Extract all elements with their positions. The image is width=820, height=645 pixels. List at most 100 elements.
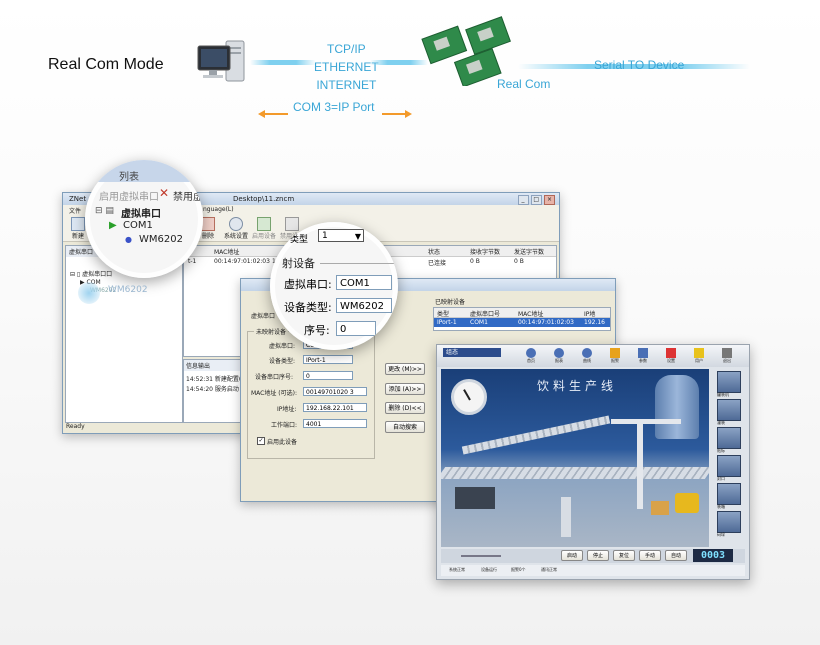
device-boards-icon xyxy=(420,16,520,88)
tree-device[interactable]: WM6202 xyxy=(66,286,182,294)
conveyor-upper xyxy=(461,415,611,455)
mode-label: Real Com Mode xyxy=(48,56,164,73)
mag1-disable-icon[interactable]: ✕ xyxy=(159,186,170,200)
tank-icon xyxy=(655,375,699,439)
enable-checkbox[interactable]: ✓ xyxy=(257,437,265,445)
minimize-icon[interactable]: _ xyxy=(517,195,529,205)
hmi-reset-button[interactable]: 复位 xyxy=(613,550,635,561)
hmi-icon-5[interactable]: 设置 xyxy=(661,348,681,364)
status-bar: Ready xyxy=(66,423,85,430)
remove-button[interactable]: 删除 (D)<< xyxy=(385,402,425,414)
new-icon xyxy=(71,217,85,231)
hmi-stop-button[interactable]: 停止 xyxy=(587,550,609,561)
side-icon-3[interactable] xyxy=(717,455,741,477)
tree-magnifier: 列表 启用虚拟串口 ✕ 禁用虚 ⊟ ▤ 虚拟串口 ▶ COM1 ● WM6202 xyxy=(85,160,203,278)
mag1-root[interactable]: 虚拟串口 xyxy=(121,209,161,220)
machine-left xyxy=(455,487,495,509)
port-label: COM 3=IP Port xyxy=(293,100,375,114)
hmi-icon-7[interactable]: 退出 xyxy=(717,348,737,364)
type-select[interactable]: IPort-1 xyxy=(303,355,353,364)
hmi-status-2: 报警0个 xyxy=(511,567,526,572)
mag1-disable-label[interactable]: 禁用虚 xyxy=(173,192,203,203)
add-button[interactable]: 添加 (A)>> xyxy=(385,383,425,395)
real-com-label: Real Com xyxy=(497,77,551,91)
modify-button[interactable]: 更改 (M)>> xyxy=(385,363,425,375)
hmi-status-1: 设备运行 xyxy=(481,567,497,572)
mag2-combo[interactable]: 1 ▼ xyxy=(318,229,364,242)
network-labels: TCP/IP ETHERNET INTERNET xyxy=(314,40,379,94)
toolbar-new[interactable]: 新建 xyxy=(67,217,89,240)
row-tx: 0 B xyxy=(514,258,524,265)
field-label-serial: 设备串口序号: xyxy=(255,374,294,381)
mag1-device-icon: ● xyxy=(125,235,132,244)
hmi-status-3: 通讯正常 xyxy=(541,567,557,572)
hmi-icon-6[interactable]: 用户 xyxy=(689,348,709,364)
close-icon[interactable]: × xyxy=(544,195,555,205)
side-icon-1[interactable] xyxy=(717,399,741,421)
hmi-icon-0[interactable]: 首页 xyxy=(521,348,541,364)
mag2-com-label: 虚拟串口: xyxy=(284,278,332,291)
serial-cable xyxy=(518,64,750,69)
port-input[interactable]: 4001 xyxy=(303,419,367,428)
serial-index-select[interactable]: 0 xyxy=(303,371,353,380)
hmi-manual-button[interactable]: 手动 xyxy=(639,550,661,561)
serial-to-device-label: Serial TO Device xyxy=(594,58,685,72)
mag2-section: 射设备 xyxy=(282,257,315,270)
left-arrow-icon xyxy=(258,103,288,122)
mag1-header-label: 列表 xyxy=(119,172,139,183)
hmi-auto-button[interactable]: 自动 xyxy=(665,550,687,561)
field-label-type: 设备类型: xyxy=(269,358,296,365)
side-icon-2[interactable] xyxy=(717,427,741,449)
side-icon-0-label: 罐装机 xyxy=(717,392,729,397)
enable-icon xyxy=(257,217,271,231)
hmi-icon-2[interactable]: 曲线 xyxy=(577,348,597,364)
mapped-row[interactable]: IPort-1 COM1 00:14:97:01:02:03 192.16 xyxy=(434,318,610,327)
side-icon-4[interactable] xyxy=(717,483,741,505)
conveyor xyxy=(441,467,709,479)
hmi-icon-6-label: 用户 xyxy=(695,358,703,363)
menu-language[interactable]: nguage(L) xyxy=(203,206,234,213)
tree-root[interactable]: ⊟ ▯ 虚拟串口口 xyxy=(70,271,113,278)
hmi-start-button[interactable]: 启动 xyxy=(561,550,583,561)
auto-search-button[interactable]: 自动搜索 xyxy=(385,421,425,433)
side-icon-4-label: 装箱 xyxy=(717,504,725,509)
window-title: ZNet xyxy=(69,195,87,203)
ip-input[interactable]: 192.168.22.101 xyxy=(303,403,367,412)
hmi-slider[interactable] xyxy=(461,555,501,557)
mag1-com[interactable]: COM1 xyxy=(123,220,153,231)
side-icon-5[interactable] xyxy=(717,511,741,533)
side-icon-0[interactable] xyxy=(717,371,741,393)
mapped-header: 类型 虚拟串口号 MAC地址 IP地 xyxy=(434,308,610,318)
window-controls: _ □ × xyxy=(517,193,555,205)
mac-input[interactable]: 00149701020 3 xyxy=(303,387,367,396)
mag1-ghost-device xyxy=(78,282,100,304)
mag2-combo-value: 1 xyxy=(322,231,328,241)
hmi-icon-2-label: 曲线 xyxy=(583,358,591,363)
toolbar-settings[interactable]: 系统设置 xyxy=(223,217,249,240)
device-magnifier: 类型 1 ▼ 射设备 虚拟串口: COM1 设备类型: WM6202 序号: 0 xyxy=(270,222,398,350)
side-icon-3-label: 封口 xyxy=(717,476,725,481)
side-icon-5-label: 码垛 xyxy=(717,532,725,537)
hmi-icon-0-label: 首页 xyxy=(527,358,535,363)
hmi-counter: 0003 xyxy=(693,549,733,562)
mag2-seq-field[interactable]: 0 xyxy=(336,321,376,336)
toolbar-enable[interactable]: 启用设备 xyxy=(251,217,277,240)
mapped-cell-com: COM1 xyxy=(470,319,488,326)
maximize-icon[interactable]: □ xyxy=(530,195,542,205)
hmi-top-icons: 首页 报表 曲线 报警 参数 设置 用户 退出 xyxy=(521,348,747,366)
mag1-enable-label[interactable]: 启用虚拟串口 xyxy=(99,192,159,203)
mag2-com-field[interactable]: COM1 xyxy=(336,275,392,290)
window-path: Desktop\11.zncm xyxy=(233,195,295,203)
dialog-left-caption: 虚拟串口 xyxy=(251,313,276,320)
row-mac: 00:14:97:01:02:03 xyxy=(214,258,270,265)
hmi-control-bar: 启动 停止 复位 手动 自动 0003 xyxy=(441,549,745,563)
mag1-device[interactable]: WM6202 xyxy=(139,234,183,245)
mag2-dev-field[interactable]: WM6202 xyxy=(336,298,392,313)
hmi-icon-3[interactable]: 报警 xyxy=(605,348,625,364)
computer-icon xyxy=(196,38,252,86)
right-arrow-icon xyxy=(382,103,412,122)
menu-file[interactable]: 文件 xyxy=(69,208,82,215)
toolbar-new-label: 新建 xyxy=(71,233,84,240)
hmi-icon-1[interactable]: 报表 xyxy=(549,348,569,364)
hmi-icon-4[interactable]: 参数 xyxy=(633,348,653,364)
